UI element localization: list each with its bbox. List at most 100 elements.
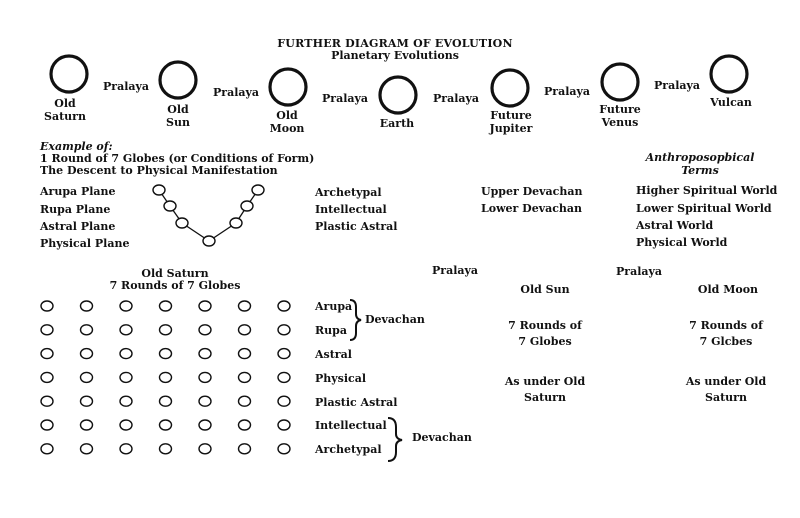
grid-label-astral: Astral: [315, 348, 352, 361]
round-globe-r5-c7: [277, 395, 291, 407]
plane-label-rupa: Rupa Plane: [40, 203, 111, 216]
round-globe-r3-c7: [277, 347, 291, 360]
diagram-title: FURTHER DIAGRAM OF EVOLUTION: [277, 37, 513, 50]
example-line-1: 1 Round of 7 Globes (or Conditions of Fo…: [40, 152, 315, 165]
plane-label-physical: Physical Plane: [40, 237, 130, 250]
pralaya-label-5: Pralaya: [544, 85, 591, 98]
round-globe-r5-c5: [198, 395, 212, 407]
pralaya-label-1: Pralaya: [103, 80, 150, 93]
condition-plastic-astral: Plastic Astral: [315, 220, 398, 233]
round-globe-r3-c3: [119, 347, 133, 360]
example-line-2: The Descent to Physical Manifestation: [40, 164, 278, 177]
round-globe-r1-c4: [158, 300, 173, 312]
round-globe-r6-c3: [119, 419, 133, 431]
planet-label-vulcan: Vulcan: [710, 96, 752, 109]
plane-label-arupa: Arupa Plane: [40, 185, 116, 198]
globe-circle-1: [152, 184, 166, 196]
globe-circle-7: [251, 184, 265, 196]
example-heading: Example of:: [40, 140, 113, 153]
grid-label-intellectual: Intellectual: [315, 419, 387, 432]
diagram-subtitle: Planetary Evolutions: [331, 49, 459, 62]
grid-label-rupa: Rupa: [315, 324, 347, 337]
round-globe-r7-c6: [237, 443, 252, 455]
round-globe-r7-c3: [119, 443, 133, 455]
planet-circle-old-moon: [268, 67, 308, 107]
planet-circle-old-sun: [158, 60, 198, 100]
round-globe-r6-c2: [79, 419, 94, 431]
round-globe-r2-c4: [158, 324, 173, 336]
pralaya-label-6: Pralaya: [654, 79, 701, 92]
round-globe-r1-c6: [237, 300, 252, 312]
round-globe-r6-c6: [237, 419, 252, 431]
round-globe-r3-c1: [40, 347, 54, 360]
globe-circle-6: [240, 200, 254, 212]
planet-circle-future-venus: [600, 62, 640, 102]
round-globe-r3-c2: [79, 347, 94, 360]
condition-archetypal: Archetypal: [315, 186, 382, 199]
old-saturn-section-subtitle: 7 Rounds of 7 Globes: [109, 279, 241, 292]
round-globe-r3-c5: [198, 347, 212, 360]
round-globe-r7-c7: [277, 443, 291, 455]
round-globe-r5-c1: [40, 395, 54, 407]
grid-label-plastic-astral: Plastic Astral: [315, 396, 398, 409]
term-physical-world: Physical World: [636, 236, 728, 249]
round-globe-r1-c5: [198, 300, 212, 312]
round-globe-r5-c3: [119, 395, 133, 407]
grid-label-physical: Physical: [315, 372, 367, 385]
round-globe-r7-c2: [79, 443, 94, 455]
globe-circle-5: [229, 217, 243, 229]
grid-label-arupa: Arupa: [315, 300, 353, 313]
round-globe-r2-c7: [277, 324, 291, 336]
pralaya-label-old-sun: Pralaya: [432, 264, 479, 277]
round-globe-r4-c1: [40, 371, 54, 384]
round-globe-r6-c1: [40, 419, 54, 431]
round-globe-r4-c7: [277, 371, 291, 384]
devachan-label-upper: Devachan: [365, 313, 425, 326]
round-globe-r5-c2: [79, 395, 94, 407]
globe-circle-4: [202, 235, 216, 247]
round-globe-r6-c4: [158, 419, 173, 431]
term-upper-devachan: Upper Devachan: [481, 185, 583, 198]
term-astral-world: Astral World: [636, 219, 714, 232]
round-globe-r6-c5: [198, 419, 212, 431]
brace-upper-devachan: [349, 299, 362, 341]
round-globe-r6-c7: [277, 419, 291, 431]
round-globe-r1-c3: [119, 300, 133, 312]
brace-lower-devachan: [387, 417, 403, 462]
planet-circle-vulcan: [709, 54, 749, 94]
round-globe-r7-c1: [40, 443, 54, 455]
round-globe-r3-c4: [158, 347, 173, 360]
globe-circle-2: [163, 200, 177, 212]
round-globe-r5-c4: [158, 395, 173, 407]
pralaya-label-4: Pralaya: [433, 92, 480, 105]
pralaya-label-3: Pralaya: [322, 92, 369, 105]
devachan-label-lower: Devachan: [412, 431, 472, 444]
round-globe-r2-c2: [79, 324, 94, 336]
round-globe-r5-c6: [237, 395, 252, 407]
plane-label-astral: Astral Plane: [40, 220, 116, 233]
term-lower-devachan: Lower Devachan: [481, 202, 583, 215]
old-sun-column-title: Old Sun: [520, 283, 570, 296]
pralaya-label-2: Pralaya: [213, 86, 260, 99]
globe-circle-3: [175, 217, 189, 229]
round-globe-r3-c6: [237, 347, 252, 360]
planet-circle-old-saturn: [49, 54, 89, 94]
round-globe-r2-c6: [237, 324, 252, 336]
round-globe-r2-c5: [198, 324, 212, 336]
term-higher-spiritual-world: Higher Spiritual World: [636, 184, 778, 197]
round-globe-r2-c1: [40, 324, 54, 336]
planet-circle-future-jupiter: [490, 68, 530, 108]
round-globe-r1-c1: [40, 300, 54, 312]
old-moon-column-title: Old Moon: [697, 283, 759, 296]
planet-circle-earth: [378, 75, 418, 115]
